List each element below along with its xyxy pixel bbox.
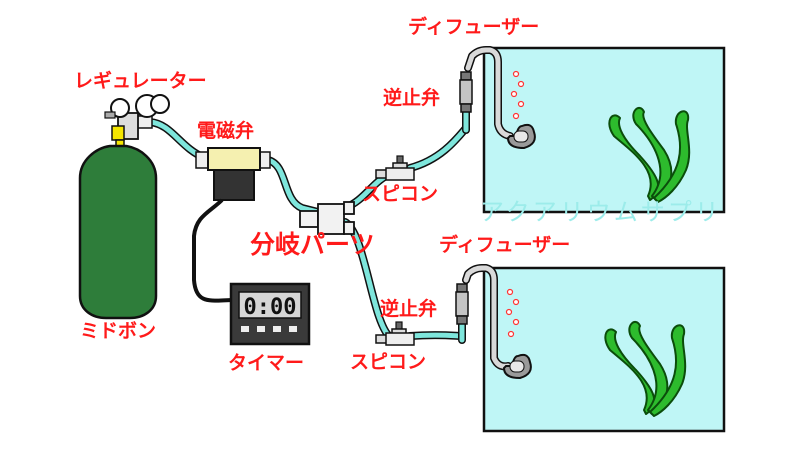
timer-device (229, 282, 311, 346)
diffuser-bottom-label: ディフューザー (439, 234, 571, 256)
diffuser-bottom (502, 353, 532, 380)
aquatic-plant-top (608, 106, 691, 203)
diffuser-top (506, 123, 536, 150)
splitter-label: 分岐パーツ (250, 230, 375, 259)
diffuser-top-label: ディフューザー (408, 16, 540, 38)
cylinder-label: ミドボン (80, 320, 157, 342)
check-valve-bottom (455, 283, 469, 325)
solenoid-label: 電磁弁 (197, 120, 255, 142)
check-valve-top (459, 71, 473, 113)
speed-controller-top (375, 155, 415, 181)
regulator-label: レギュレーター (74, 70, 207, 92)
timer-label: タイマー (228, 352, 305, 374)
watermark: アクアリウムサプリ (480, 198, 722, 226)
speedcon-bottom-label: スピコン (350, 351, 427, 373)
speed-controller-bottom (375, 321, 415, 346)
aquatic-plant-bottom (604, 320, 687, 417)
solenoid-valve (195, 147, 271, 201)
co2-bubbles-bottom (505, 288, 520, 338)
co2-bubbles-top (510, 70, 525, 120)
check-valve-bottom-label: 逆止弁 (380, 298, 438, 320)
speedcon-top-label: スピコン (362, 183, 439, 205)
power-cable (192, 198, 235, 303)
co2-cylinder (78, 144, 158, 320)
timer-display: 0:00 (244, 295, 297, 320)
bottom-aquarium (482, 266, 726, 433)
splitter-part (299, 201, 355, 235)
regulator (104, 94, 170, 149)
check-valve-top-label: 逆止弁 (383, 87, 441, 109)
